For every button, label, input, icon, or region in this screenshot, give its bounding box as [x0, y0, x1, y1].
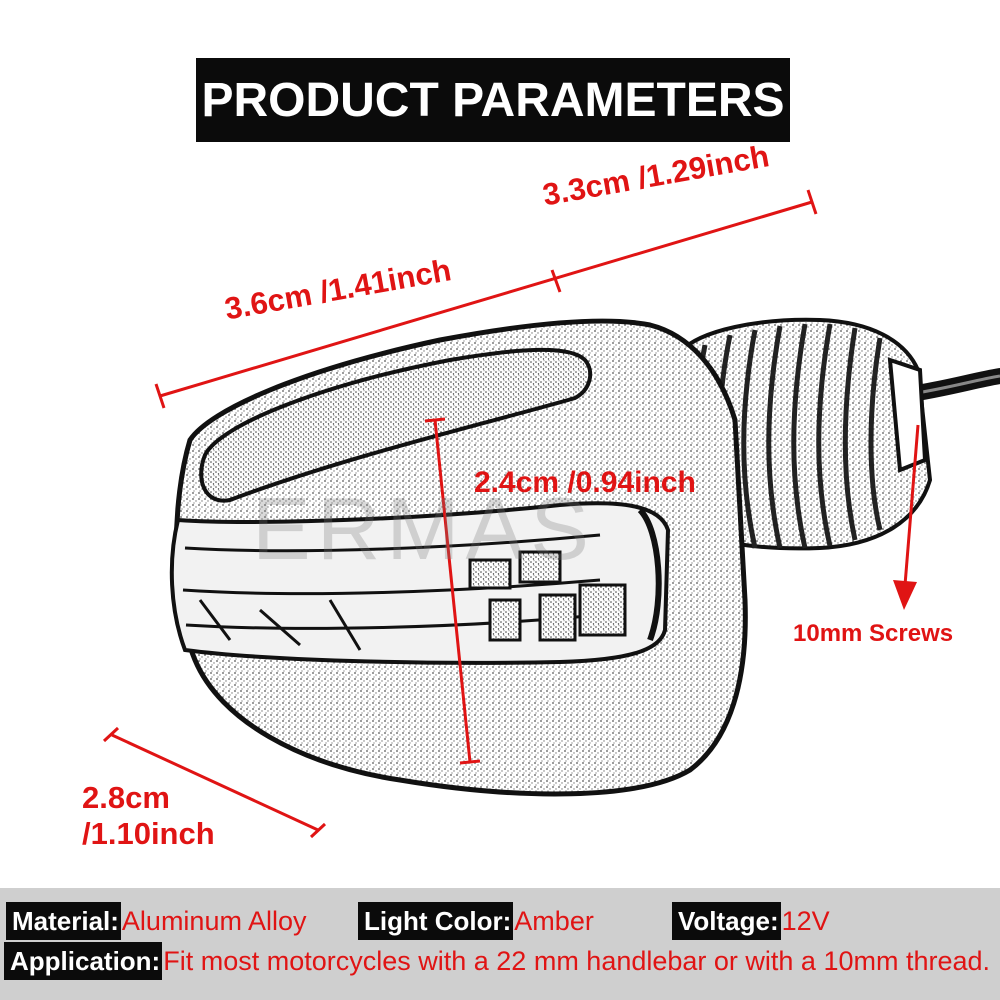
- dimension-width-inch: /1.10inch: [82, 816, 215, 851]
- watermark: ERMAS: [252, 479, 595, 578]
- spec-application-value: Fit most motorcycles with a 22 mm handle…: [163, 945, 991, 976]
- dimension-width-cm: 2.8cm: [82, 780, 170, 815]
- spec-bar: Material: Aluminum Alloy Light Color: Am…: [0, 888, 1000, 1000]
- dimension-height: 2.4cm /0.94inch: [474, 466, 696, 499]
- turn-signal-illustration: [102, 189, 1000, 839]
- screws-arrowhead: [893, 580, 917, 610]
- spec-voltage-value: 12V: [781, 905, 830, 936]
- spec-material-value: Aluminum Alloy: [121, 905, 307, 936]
- banner-title: PRODUCT PARAMETERS: [201, 73, 785, 127]
- spec-material-label: Material:: [6, 902, 121, 940]
- housing-top-cap: [199, 347, 593, 503]
- spec-voltage-label: Voltage:: [672, 902, 781, 940]
- spec-material: Material: Aluminum Alloy: [6, 902, 307, 940]
- screws-label: 10mm Screws: [793, 620, 954, 647]
- spec-application-label: Application:: [4, 942, 163, 980]
- dimension-lines: [102, 189, 920, 839]
- spec-light-value: Amber: [514, 905, 594, 936]
- product-parameters-banner: PRODUCT PARAMETERS: [196, 58, 790, 142]
- spec-application: Application: Fit most motorcycles with a…: [4, 942, 990, 980]
- dimension-width: 2.8cm /1.10inch: [82, 780, 215, 852]
- spec-voltage: Voltage: 12V: [672, 902, 830, 940]
- spec-light-color: Light Color: Amber: [358, 902, 594, 940]
- spec-light-label: Light Color:: [358, 902, 514, 940]
